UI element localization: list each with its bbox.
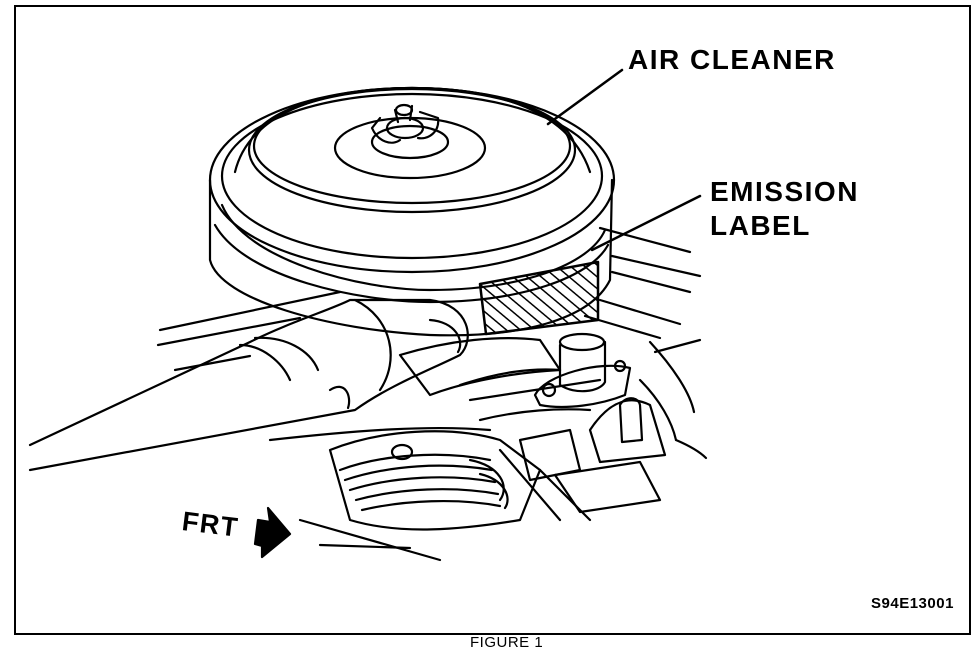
- thermostat-housing: [533, 332, 632, 409]
- intake-manifold: [398, 337, 667, 522]
- emission-label-line2: LABEL: [710, 210, 811, 241]
- figure-caption: FIGURE 1: [470, 634, 544, 651]
- emission-leader: [590, 194, 702, 252]
- air-cleaner-leader: [546, 68, 624, 126]
- air-intake-snorkel: [28, 298, 469, 472]
- emission-label-hatched: [478, 260, 600, 336]
- engine-outline: [156, 226, 708, 562]
- valve-cover: [328, 430, 542, 531]
- air-cleaner-label: AIR CLEANER: [628, 44, 836, 75]
- air-cleaner-housing: [208, 86, 616, 337]
- emission-label-line1: EMISSION: [710, 176, 859, 207]
- figure-code: S94E13001: [871, 595, 954, 612]
- figure-frame: [14, 5, 971, 635]
- front-arrow-icon: [253, 506, 292, 559]
